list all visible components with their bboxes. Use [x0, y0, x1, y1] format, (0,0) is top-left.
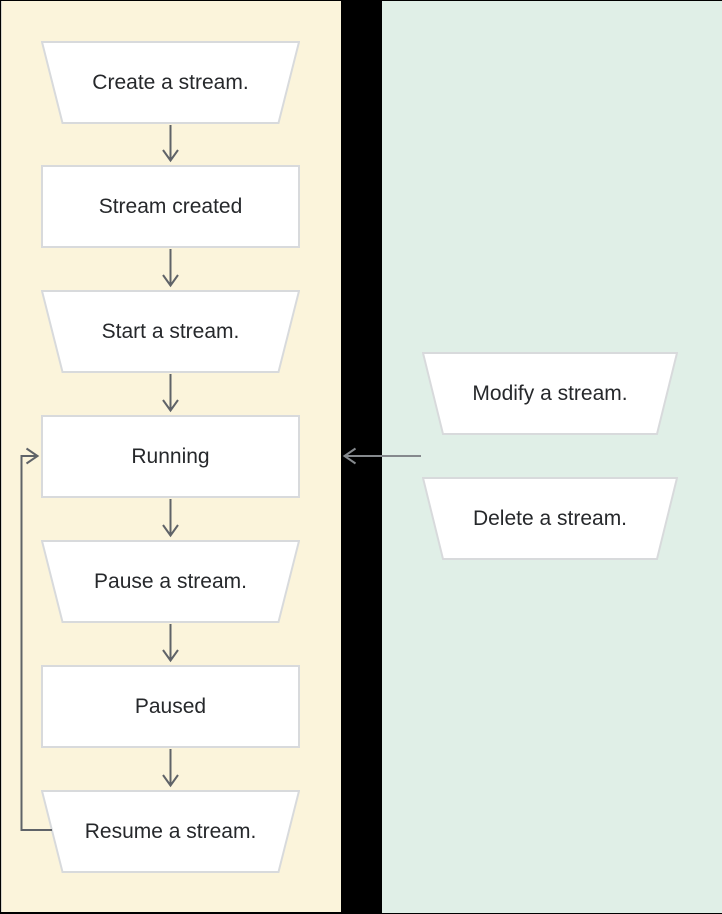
node-label: Modify a stream.	[472, 381, 628, 405]
node-label: Start a stream.	[101, 319, 240, 343]
node-start-stream: Start a stream.	[41, 290, 300, 373]
node-stream-created: Stream created	[41, 165, 300, 248]
node-label: Create a stream.	[92, 70, 249, 94]
trapezoid-shape	[422, 352, 678, 435]
stream-actions-panel	[382, 1, 722, 913]
node-paused: Paused	[41, 665, 300, 748]
node-label: Resume a stream.	[84, 819, 257, 843]
node-resume-stream: Resume a stream.	[41, 790, 300, 873]
node-delete-stream: Delete a stream.	[422, 477, 678, 560]
trapezoid-shape	[41, 540, 300, 623]
trapezoid-shape	[41, 790, 300, 873]
node-pause-stream: Pause a stream.	[41, 540, 300, 623]
trapezoid-shape	[41, 290, 300, 373]
node-label: Delete a stream.	[472, 506, 628, 530]
node-running: Running	[41, 415, 300, 498]
node-create-stream: Create a stream.	[41, 41, 300, 124]
node-label: Running	[131, 444, 210, 468]
node-label: Pause a stream.	[94, 569, 247, 593]
trapezoid-shape	[41, 41, 300, 124]
node-label: Stream created	[98, 194, 243, 218]
trapezoid-shape	[422, 477, 678, 560]
node-modify-stream: Modify a stream.	[422, 352, 678, 435]
node-label: Paused	[134, 694, 207, 718]
